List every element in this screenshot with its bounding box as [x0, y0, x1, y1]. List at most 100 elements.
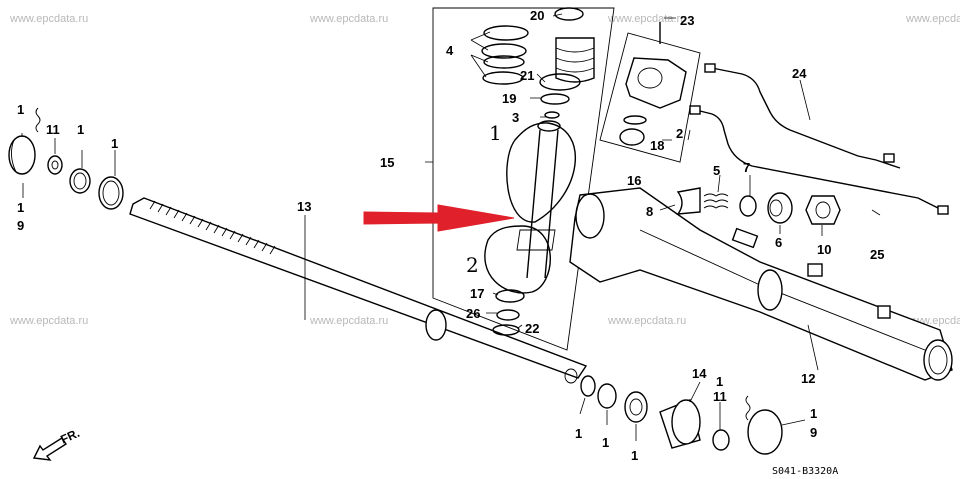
seal-ring-icon — [481, 43, 527, 59]
end-ring-bore — [629, 398, 643, 416]
lock-nut-bore — [815, 201, 831, 219]
leader-lines — [21, 13, 881, 441]
callout-1: 1 — [631, 448, 638, 463]
pipe-nut-icon — [883, 153, 895, 163]
watermark: www.epcdata.ru — [607, 315, 686, 327]
screw-bore — [769, 199, 783, 217]
red-pointer-arrow — [363, 204, 515, 232]
callout-24: 24 — [792, 66, 807, 81]
end-ring-icon — [624, 391, 648, 423]
callout-8: 8 — [646, 204, 653, 219]
callout-25: 25 — [870, 247, 884, 262]
feed-pipes — [689, 63, 949, 215]
watermark: www.epcdata.ru — [309, 315, 388, 327]
pinion-nut-icon — [492, 324, 520, 336]
feed-pipe-b-icon — [695, 109, 943, 211]
valve-cover-ribs — [555, 47, 595, 73]
callout-1: 1 — [111, 136, 118, 151]
callout-6: 6 — [775, 235, 782, 250]
end-ring-icon — [98, 176, 124, 210]
watermark: www.epcdata.ru — [607, 13, 686, 25]
callout-1: 1 — [602, 435, 609, 450]
callout-numbers: 1 11 1 1 1 9 13 15 4 20 21 19 3 23 2 18 … — [17, 8, 884, 463]
callout-9: 9 — [17, 218, 24, 233]
handwritten-mark-1: 1 — [489, 121, 502, 145]
steering-rack — [129, 197, 588, 384]
seal-ring-icon — [482, 71, 524, 85]
rack-bar-icon — [129, 197, 588, 379]
o-ring-icon — [739, 195, 757, 217]
middle-right-parts — [676, 187, 841, 225]
watermark: www.epcdata.ru — [9, 13, 88, 25]
callout-1: 1 — [810, 406, 817, 421]
washer-bore — [73, 172, 87, 190]
lock-nut-icon — [805, 195, 841, 225]
seal-ring-icon — [483, 55, 525, 69]
callout-21: 21 — [520, 68, 534, 83]
watermark: www.epcdata.ru — [905, 13, 960, 25]
feed-pipe-a-icon — [711, 67, 901, 169]
pinion-seal-icon — [496, 309, 520, 321]
housing-port-icon — [575, 193, 605, 239]
callout-1: 1 — [77, 122, 84, 137]
callout-18: 18 — [650, 138, 664, 153]
band-icon — [580, 375, 596, 397]
callout-10: 10 — [817, 242, 831, 257]
bearing-icon — [539, 73, 581, 91]
spring-icon — [703, 193, 729, 209]
callout-11: 11 — [46, 122, 60, 137]
callout-9: 9 — [810, 425, 817, 440]
lock-nut-icon — [712, 429, 730, 451]
callout-3: 3 — [512, 110, 519, 125]
rack-end-icon — [564, 368, 578, 384]
callout-19: 19 — [502, 91, 516, 106]
housing-bore — [637, 67, 663, 89]
handdrawn-circle-1 — [506, 122, 576, 223]
rack-teeth — [149, 200, 276, 255]
callout-12: 12 — [801, 371, 815, 386]
rack-guide-icon — [676, 187, 701, 215]
front-arrow-icon — [32, 437, 67, 461]
pipe-nut-icon — [704, 63, 716, 73]
callout-14: 14 — [692, 366, 707, 381]
small-ring-icon — [544, 111, 560, 119]
tie-rod-collar-icon — [671, 399, 701, 445]
pinion-bearing-icon — [495, 289, 525, 303]
bearing-icon — [619, 128, 645, 146]
callout-16: 16 — [627, 173, 641, 188]
o-ring-icon — [623, 115, 647, 125]
seal-ring-icon — [483, 25, 529, 41]
housing-ring-icon — [757, 269, 783, 311]
watermark: www.epcdata.ru — [309, 13, 388, 25]
clip-icon — [35, 107, 41, 133]
gearbox-housing — [569, 187, 953, 381]
valve-housing-group — [599, 22, 701, 163]
clip-icon — [745, 395, 751, 421]
callout-2: 2 — [676, 126, 683, 141]
callout-1: 1 — [575, 426, 582, 441]
front-label: FR. — [58, 426, 81, 447]
callout-1: 1 — [17, 200, 24, 215]
callout-26: 26 — [466, 306, 480, 321]
housing-bracket-icon — [731, 227, 759, 249]
housing-end-bore — [928, 345, 948, 375]
pinion-gear-icon — [516, 229, 556, 251]
pipe-nut-icon — [937, 205, 949, 215]
diagram-code: S041-B3320A — [772, 466, 838, 477]
callout-7: 7 — [743, 160, 750, 175]
front-indicator: FR. — [32, 426, 82, 461]
band-wire — [11, 139, 17, 173]
right-end-parts — [580, 375, 783, 455]
callout-11: 11 — [713, 389, 727, 404]
boot-band-icon — [747, 409, 783, 455]
washer-icon — [69, 168, 91, 194]
left-end-parts — [8, 107, 124, 210]
screw-icon — [767, 192, 793, 224]
valve-body-group: 1 2 — [432, 7, 615, 351]
sub-group-outline — [599, 32, 701, 163]
handdrawn-circle-2 — [484, 225, 551, 294]
housing-end-icon — [923, 339, 953, 381]
circlip-icon — [554, 7, 584, 21]
callout-15: 15 — [380, 155, 394, 170]
